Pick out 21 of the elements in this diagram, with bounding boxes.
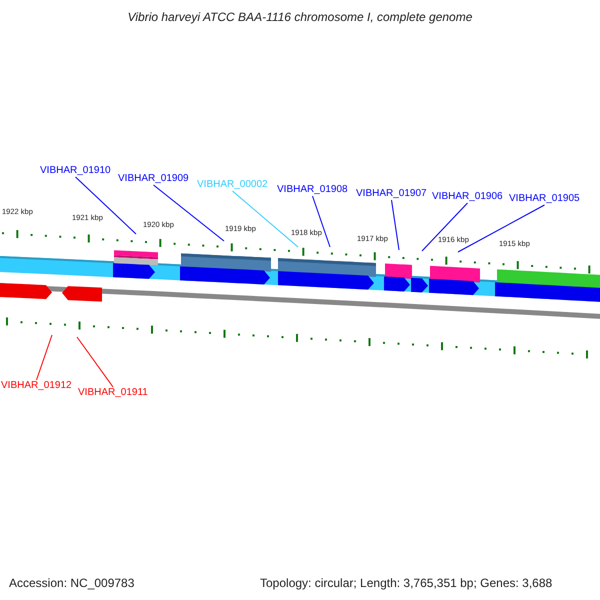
gene-label: VIBHAR_01909 xyxy=(118,173,189,185)
gene-label: VIBHAR_01907 xyxy=(356,188,427,200)
leader-line xyxy=(153,184,224,242)
accession-text: Accession: NC_009783 xyxy=(9,576,134,590)
leader-line xyxy=(312,196,330,248)
gene-label: VIBHAR_01912 xyxy=(1,380,72,392)
genome-stats-text: Topology: circular; Length: 3,765,351 bp; Genes: 3,688 xyxy=(260,576,552,590)
gene-label: VIBHAR_01906 xyxy=(432,191,503,203)
map-title: Vibrio harveyi ATCC BAA-1116 chromosome I, complete genome xyxy=(126,11,474,23)
gene-label: VIBHAR_01905 xyxy=(509,193,580,205)
leader-line xyxy=(422,202,468,252)
leader-line xyxy=(76,336,114,388)
gene-label: VIBHAR_01910 xyxy=(40,165,111,177)
leader-line xyxy=(75,176,136,234)
gene-label: VIBHAR_01911 xyxy=(78,387,148,399)
gene-label: VIBHAR_01908 xyxy=(277,184,348,196)
gene-label: VIBHAR_00002 xyxy=(197,179,268,191)
leader-line xyxy=(232,190,298,248)
leader-line xyxy=(391,200,400,250)
leader-line xyxy=(458,204,545,252)
leader-line xyxy=(36,334,52,380)
